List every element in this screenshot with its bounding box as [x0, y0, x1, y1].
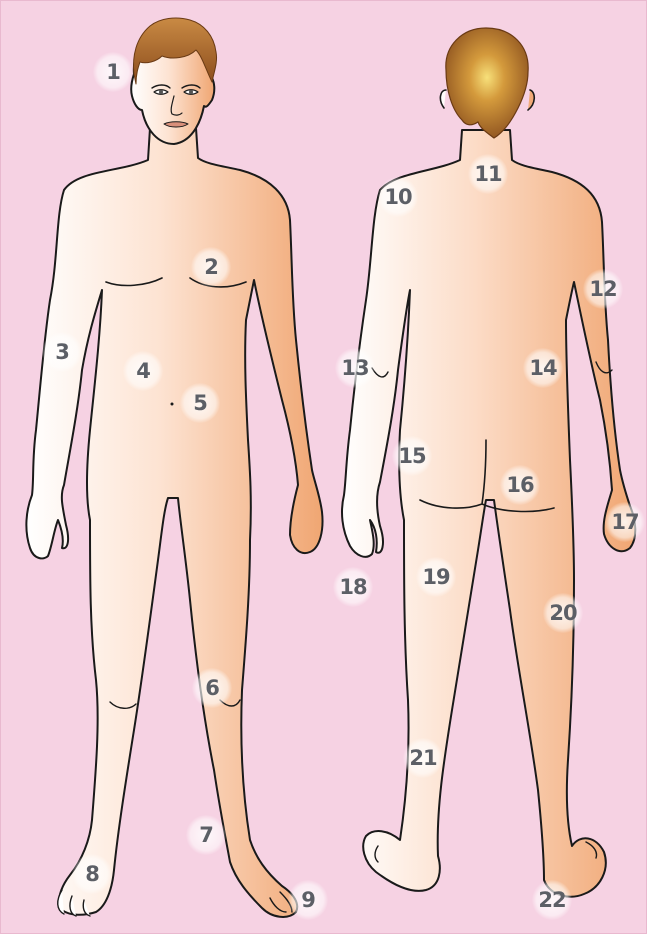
- label-11: 11: [468, 154, 508, 194]
- label-9: 9: [288, 880, 328, 920]
- label-15: 15: [392, 436, 432, 476]
- label-22: 22: [532, 880, 572, 920]
- label-12: 12: [583, 269, 623, 309]
- label-5: 5: [180, 383, 220, 423]
- label-1: 1: [93, 52, 133, 92]
- label-10: 10: [378, 177, 418, 217]
- label-7: 7: [186, 815, 226, 855]
- label-18: 18: [333, 567, 373, 607]
- label-17: 17: [605, 502, 645, 542]
- front-figure: [26, 18, 322, 917]
- label-3: 3: [42, 332, 82, 372]
- label-13: 13: [335, 348, 375, 388]
- label-6: 6: [192, 668, 232, 708]
- label-19: 19: [416, 557, 456, 597]
- label-20: 20: [543, 593, 583, 633]
- label-8: 8: [72, 854, 112, 894]
- label-21: 21: [403, 738, 443, 778]
- label-4: 4: [123, 351, 163, 391]
- label-16: 16: [500, 465, 540, 505]
- label-14: 14: [523, 348, 563, 388]
- label-2: 2: [191, 247, 231, 287]
